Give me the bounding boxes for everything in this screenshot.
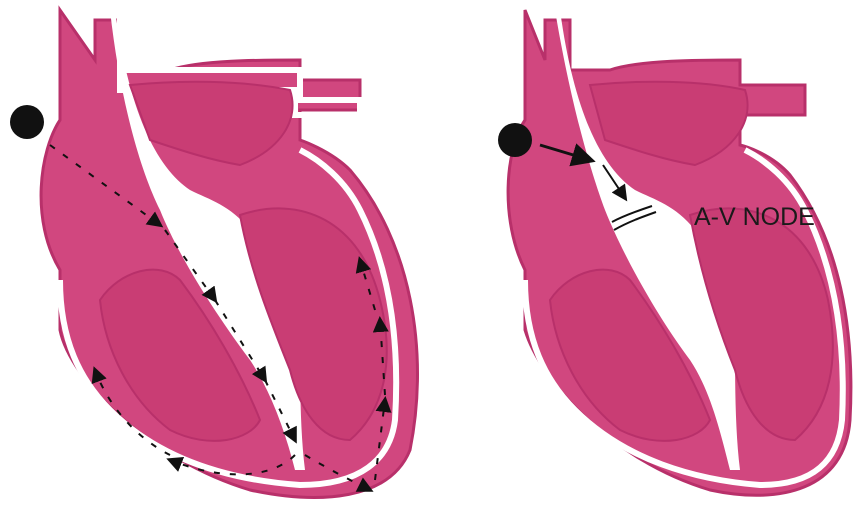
left-heart-diagram: [10, 10, 418, 497]
sa-node-icon: [498, 123, 532, 157]
av-node-label: A-V NODE: [694, 203, 815, 231]
sa-node-icon: [10, 105, 44, 139]
right-heart-diagram: A-V NODE: [498, 10, 851, 495]
